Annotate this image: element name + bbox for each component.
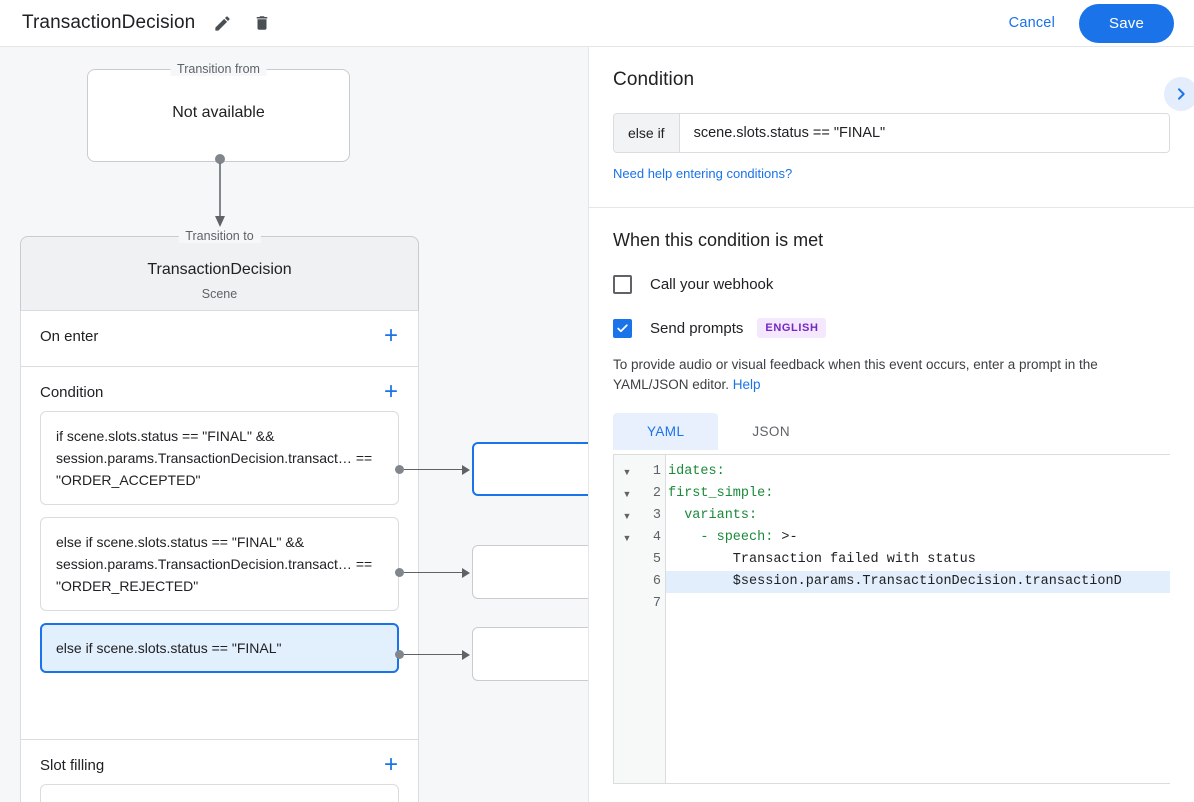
send-prompts-label: Send prompts <box>650 319 744 337</box>
connector-arrow-3 <box>462 650 470 660</box>
line-number: 3 <box>652 508 661 523</box>
page-title: TransactionDecision <box>22 12 196 33</box>
call-webhook-label: Call your webhook <box>650 276 774 293</box>
fold-spacer <box>614 549 640 571</box>
line-number: 5 <box>652 552 661 567</box>
add-on-enter-button[interactable]: + <box>383 322 398 349</box>
chevron-right-icon[interactable] <box>1164 77 1194 111</box>
slot-validation-card[interactable]: Slot validation <box>40 784 399 802</box>
target-box-3[interactable] <box>472 627 588 681</box>
connector-line-2 <box>404 572 464 573</box>
connector-dot-1 <box>395 465 404 474</box>
when-met-heading: When this condition is met <box>613 230 824 250</box>
panel-heading: Condition <box>613 69 695 90</box>
slot-filling-header: Slot filling + <box>21 740 418 784</box>
transition-to-legend: Transition to <box>178 229 261 243</box>
on-enter-header: On enter + <box>21 311 418 355</box>
code-line <box>666 593 1170 615</box>
connector-line-1 <box>404 469 464 470</box>
transition-from-legend: Transition from <box>170 62 267 76</box>
section-condition: Condition + if scene.slots.status == "FI… <box>20 367 419 740</box>
code-line: - speech: >- <box>668 530 798 545</box>
tab-yaml[interactable]: YAML <box>613 413 719 450</box>
condition-input[interactable] <box>679 114 1169 152</box>
condition-input-row: else if <box>613 113 1170 153</box>
condition-detail-panel: Condition else if Need help entering con… <box>588 46 1194 802</box>
scene-type: Scene <box>201 287 238 301</box>
send-prompts-row[interactable]: Send prompts ENGLISH <box>613 318 1170 338</box>
condition-item-1[interactable]: if scene.slots.status == "FINAL" && sess… <box>40 411 399 505</box>
editor-code-area[interactable]: idates: first_simple: variants: - speech:… <box>666 455 1170 783</box>
trash-icon[interactable] <box>249 10 275 36</box>
target-box-2[interactable] <box>472 545 588 599</box>
code-line: variants: <box>668 508 758 523</box>
code-line: Transaction failed with status <box>668 552 976 567</box>
line-number: 6 <box>652 574 661 589</box>
connector-line-3 <box>404 654 464 655</box>
connector-arrow-1 <box>462 465 470 475</box>
editor-format-tabs: YAML JSON <box>613 413 1170 450</box>
transition-to-card: Transition to TransactionDecision Scene <box>20 229 419 311</box>
send-prompts-checkbox[interactable] <box>613 318 632 338</box>
call-webhook-checkbox[interactable] <box>613 275 632 294</box>
cancel-button[interactable]: Cancel <box>995 6 1069 40</box>
language-badge: ENGLISH <box>757 318 827 338</box>
connector-dot-3 <box>395 650 404 659</box>
prompts-hint-text: To provide audio or visual feedback when… <box>613 357 1098 392</box>
code-line: idates: <box>668 464 725 479</box>
code-line: first_simple: <box>668 486 774 501</box>
condition-actions: When this condition is met Call your web… <box>589 208 1194 784</box>
flow-arrow <box>213 154 227 234</box>
condition-header: Condition + <box>21 367 418 411</box>
condition-prefix-label: else if <box>614 114 680 152</box>
connector-layer <box>0 47 588 802</box>
scene-canvas: Transition from Not available Transition… <box>0 46 588 802</box>
webhook-row[interactable]: Call your webhook <box>613 275 1170 294</box>
scene-name: TransactionDecision <box>147 261 292 278</box>
fold-toggle[interactable]: ▼ <box>622 467 632 477</box>
connector-arrow-2 <box>462 568 470 578</box>
code-line: $session.params.TransactionDecision.tran… <box>666 571 1170 593</box>
condition-help-link[interactable]: Need help entering conditions? <box>613 166 793 181</box>
fold-spacer <box>614 593 640 615</box>
pencil-icon[interactable] <box>209 10 235 36</box>
editor-fold-column: ▼ ▼ ▼ ▼ <box>614 455 640 783</box>
line-number: 7 <box>652 596 661 611</box>
fold-toggle[interactable]: ▼ <box>622 533 632 543</box>
line-number: 2 <box>652 486 661 501</box>
condition-item-3[interactable]: else if scene.slots.status == "FINAL" <box>40 623 399 673</box>
connector-dot-2 <box>395 568 404 577</box>
fold-spacer <box>614 571 640 593</box>
condition-item-2[interactable]: else if scene.slots.status == "FINAL" &&… <box>40 517 399 611</box>
fold-toggle[interactable]: ▼ <box>622 489 632 499</box>
line-number: 1 <box>652 464 661 479</box>
tab-json[interactable]: JSON <box>718 413 824 450</box>
target-box-1[interactable] <box>472 442 588 496</box>
section-on-enter: On enter + <box>20 311 419 367</box>
editor-line-numbers: 1 2 3 4 5 6 7 <box>640 455 666 783</box>
condition-title: Condition <box>40 383 104 401</box>
app-header: TransactionDecision Cancel Save <box>0 0 1194 46</box>
on-enter-title: On enter <box>40 327 99 345</box>
transition-from-value: Not available <box>172 104 265 121</box>
yaml-editor[interactable]: ▼ ▼ ▼ ▼ 1 2 3 4 5 6 7 idates:fir <box>613 454 1170 784</box>
prompts-help-link[interactable]: Help <box>732 377 761 392</box>
add-condition-button[interactable]: + <box>383 378 398 405</box>
section-slot-filling: Slot filling + Slot validation <box>20 740 419 802</box>
transition-from-card: Transition from Not available <box>87 62 350 162</box>
condition-panel-top: Condition else if Need help entering con… <box>589 47 1194 208</box>
fold-toggle[interactable]: ▼ <box>622 511 632 521</box>
line-number: 4 <box>652 530 661 545</box>
slot-filling-title: Slot filling <box>40 756 105 774</box>
add-slot-filling-button[interactable]: + <box>383 751 398 778</box>
save-button[interactable]: Save <box>1079 3 1174 43</box>
prompts-hint: To provide audio or visual feedback when… <box>613 355 1169 395</box>
